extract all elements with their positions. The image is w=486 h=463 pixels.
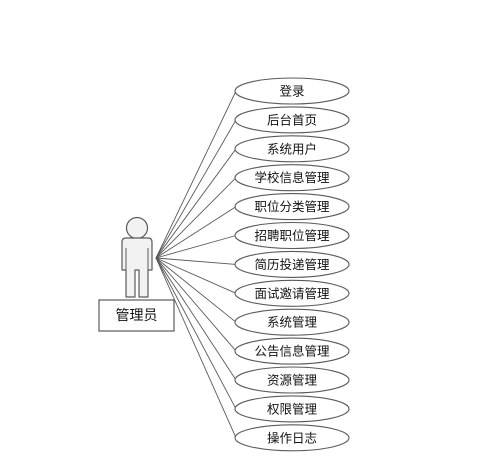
use-case-label: 操作日志	[267, 430, 317, 445]
use-case-ellipse	[234, 308, 350, 336]
association-line	[155, 257, 237, 265]
use-case-ellipse	[234, 424, 350, 452]
use-case[interactable]: 简历投递管理	[234, 250, 350, 278]
association-line	[155, 257, 237, 381]
use-case-ellipse	[234, 221, 350, 250]
use-case[interactable]: 招聘职位管理	[234, 221, 350, 250]
association-line	[155, 257, 237, 410]
use-case-ellipse	[234, 77, 350, 105]
use-cases: 登录后台首页系统用户学校信息管理职位分类管理招聘职位管理简历投递管理面试邀请管理…	[234, 77, 350, 452]
association-line	[155, 206, 237, 259]
association-line	[155, 235, 237, 259]
use-case[interactable]: 权限管理	[234, 395, 350, 423]
use-case-label: 公告信息管理	[254, 344, 330, 359]
use-case-label: 后台首页	[267, 112, 317, 127]
use-case[interactable]: 系统用户	[234, 135, 350, 163]
association-line	[155, 257, 237, 323]
use-case-ellipse	[234, 366, 350, 394]
use-case[interactable]: 操作日志	[234, 424, 350, 452]
association-line	[155, 257, 237, 438]
use-case[interactable]: 职位分类管理	[234, 193, 350, 221]
association-line	[155, 257, 237, 294]
use-case-ellipse	[234, 164, 350, 192]
use-case-label: 资源管理	[267, 373, 318, 388]
association-lines	[155, 90, 237, 438]
association-line	[155, 257, 237, 352]
use-case[interactable]: 后台首页	[234, 106, 350, 134]
use-case[interactable]: 系统管理	[234, 308, 350, 336]
use-case-ellipse	[234, 337, 350, 365]
use-case[interactable]: 资源管理	[234, 366, 350, 394]
use-case-label: 职位分类管理	[254, 199, 330, 214]
use-case[interactable]: 面试邀请管理	[234, 279, 350, 307]
actor-label: 管理员	[116, 308, 158, 324]
use-case-label: 登录	[279, 84, 304, 99]
use-case[interactable]: 公告信息管理	[234, 337, 350, 365]
use-case-label: 权限管理	[267, 401, 318, 416]
actor-label-box	[98, 299, 175, 332]
use-case-ellipse	[234, 279, 350, 307]
use-case-ellipse	[234, 250, 350, 278]
actor-head	[125, 216, 149, 240]
use-case-ellipse	[234, 135, 350, 163]
use-case-label: 招聘职位管理	[254, 228, 330, 243]
association-line	[155, 148, 237, 259]
association-line	[155, 119, 237, 259]
association-line	[155, 177, 237, 259]
actor-figure	[121, 216, 153, 298]
use-case-label: 系统用户	[267, 141, 317, 156]
use-case[interactable]: 登录	[234, 77, 350, 105]
use-case-label: 学校信息管理	[254, 170, 330, 185]
association-line	[155, 90, 237, 259]
use-case-ellipse	[234, 193, 350, 221]
use-case-label: 系统管理	[267, 315, 318, 330]
use-case[interactable]: 学校信息管理	[234, 164, 350, 192]
use-case-ellipse	[234, 106, 350, 134]
actor-body	[121, 237, 153, 298]
use-case-label: 面试邀请管理	[254, 286, 330, 301]
use-case-ellipse	[234, 395, 350, 423]
use-case-label: 简历投递管理	[254, 257, 330, 272]
